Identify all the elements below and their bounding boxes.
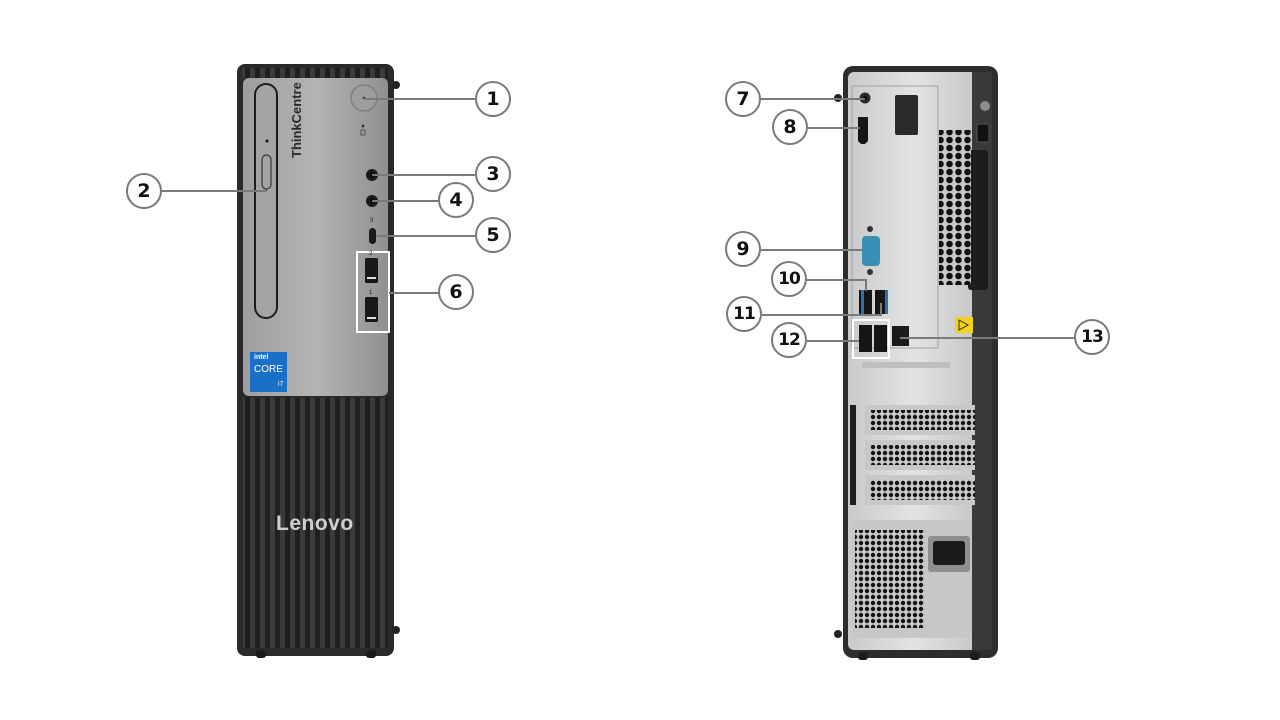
thumbscrew (980, 101, 990, 111)
leader-line-4 (372, 200, 438, 202)
front-view (237, 64, 400, 658)
usb-port-number-1: 1 (369, 290, 373, 296)
leader-line-3 (372, 174, 475, 176)
front-knob (392, 81, 400, 89)
leader-line-7 (761, 98, 865, 100)
front-foot (256, 650, 266, 658)
callout-9[interactable]: 9 (725, 231, 761, 267)
leader-line-11-rise (880, 303, 882, 315)
storage-icon (360, 129, 366, 136)
callout-8[interactable]: 8 (772, 109, 808, 145)
intel-badge-brand: intel (254, 354, 269, 361)
warning-label (955, 317, 973, 333)
callout-11[interactable]: 11 (726, 296, 762, 332)
front-panel (243, 78, 388, 396)
usbc-port-number: 3 (370, 218, 374, 224)
intel-badge-core: CORE (254, 364, 283, 375)
intel-badge-tier: i7 (278, 381, 284, 388)
leader-line-11 (762, 314, 882, 316)
usb-a-port-1 (365, 297, 378, 322)
callout-6[interactable]: 6 (438, 274, 474, 310)
callout-13[interactable]: 13 (1074, 319, 1110, 355)
usb-a-port-2 (365, 258, 378, 283)
front-foot (366, 650, 376, 658)
usb-c-port (369, 228, 376, 244)
kensington-slot (976, 123, 990, 143)
leader-line-10 (807, 279, 867, 281)
activity-led (361, 124, 365, 128)
callout-2[interactable]: 2 (126, 173, 162, 209)
intel-core-badge (250, 352, 287, 392)
front-knob (392, 626, 400, 634)
leader-line-10-drop (865, 279, 867, 291)
leader-line-13 (900, 337, 1074, 339)
hdmi-port (858, 117, 868, 144)
rear-usb-highlight-box (852, 319, 890, 359)
thinkcentre-label: ThinkCentre (289, 82, 304, 158)
side-latch (968, 150, 988, 290)
usb-a-rear-11 (875, 290, 888, 314)
ethernet-port (892, 326, 909, 346)
callout-5[interactable]: 5 (475, 217, 511, 253)
usb-a-rear-10 (859, 290, 872, 314)
port-cover (895, 95, 918, 135)
callout-1[interactable]: 1 (475, 81, 511, 117)
leader-line-8 (808, 127, 860, 129)
leader-line-5 (376, 235, 475, 237)
callout-3[interactable]: 3 (475, 156, 511, 192)
callout-4[interactable]: 4 (438, 182, 474, 218)
usb-a-rear-12a (859, 325, 872, 352)
callout-12[interactable]: 12 (771, 322, 807, 358)
usb-port-number-2: 2 (369, 251, 373, 257)
callout-10[interactable]: 10 (771, 261, 807, 297)
optical-drive-bezel (254, 83, 278, 319)
front-top-vent (242, 68, 388, 78)
lenovo-logo: Lenovo (276, 512, 354, 535)
leader-line-9 (761, 249, 864, 251)
leader-line-12 (807, 340, 859, 342)
drive-led (265, 139, 269, 143)
vga-port (862, 236, 880, 266)
rear-view (834, 66, 998, 660)
leader-line-1 (364, 98, 475, 100)
usb-a-rear-12b (874, 325, 887, 352)
expansion-slots (850, 362, 975, 505)
leader-line-2 (162, 190, 266, 192)
leader-line-6 (389, 292, 438, 294)
callout-7[interactable]: 7 (725, 81, 761, 117)
front-grille (243, 398, 388, 648)
